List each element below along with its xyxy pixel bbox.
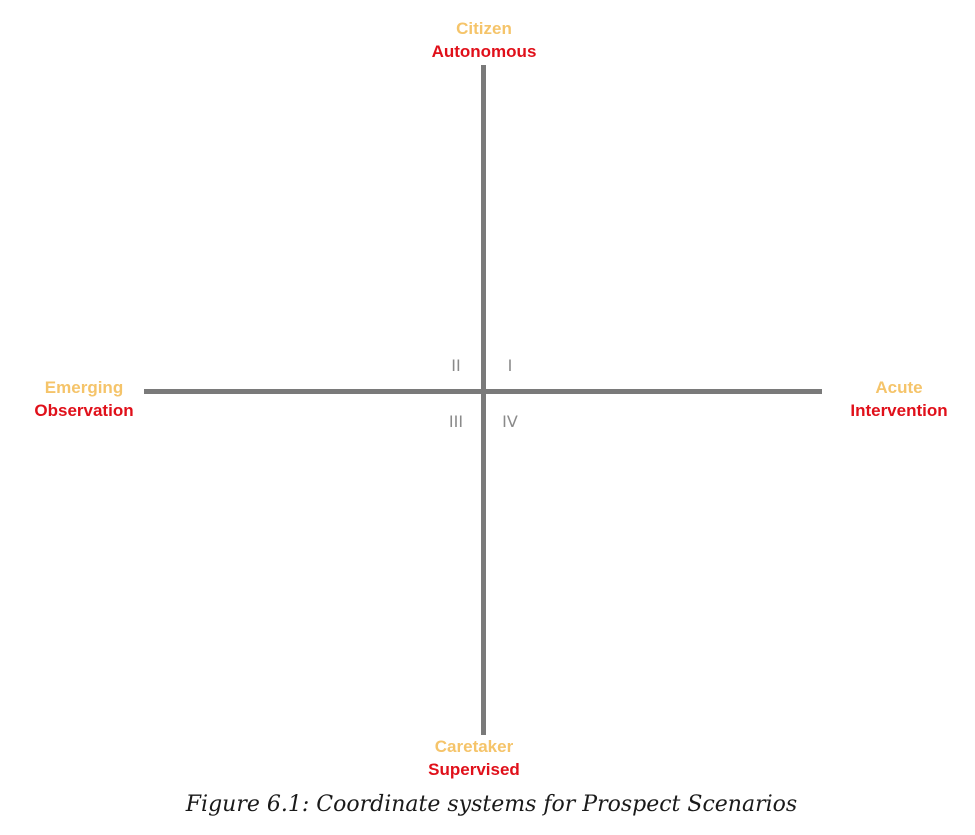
figure-caption: Figure 6.1: Coordinate systems for Prosp… xyxy=(185,792,798,817)
quadrant-label-i: I xyxy=(507,356,513,375)
quadrant-label-iv: IV xyxy=(502,412,518,431)
axis-label-bottom: Caretaker Supervised xyxy=(374,735,574,781)
axis-label-left-secondary: Observation xyxy=(34,401,134,420)
quadrant-label-iii: III xyxy=(448,412,464,431)
axis-label-right-primary: Acute xyxy=(875,378,923,397)
axis-label-left: Emerging Observation xyxy=(0,376,168,422)
axis-label-right-secondary: Intervention xyxy=(850,401,948,420)
axis-label-left-primary: Emerging xyxy=(44,378,124,397)
axis-label-top-primary: Citizen xyxy=(456,19,512,38)
axis-label-top: Citizen Autonomous xyxy=(384,17,584,63)
axis-label-bottom-secondary: Supervised xyxy=(428,760,520,779)
axis-label-bottom-primary: Caretaker xyxy=(434,737,514,756)
quadrant-label-ii: II xyxy=(451,356,461,375)
axis-label-right: Acute Intervention xyxy=(820,376,975,422)
axis-label-top-secondary: Autonomous xyxy=(431,42,537,61)
horizontal-axis xyxy=(144,389,822,394)
vertical-axis xyxy=(481,65,486,735)
